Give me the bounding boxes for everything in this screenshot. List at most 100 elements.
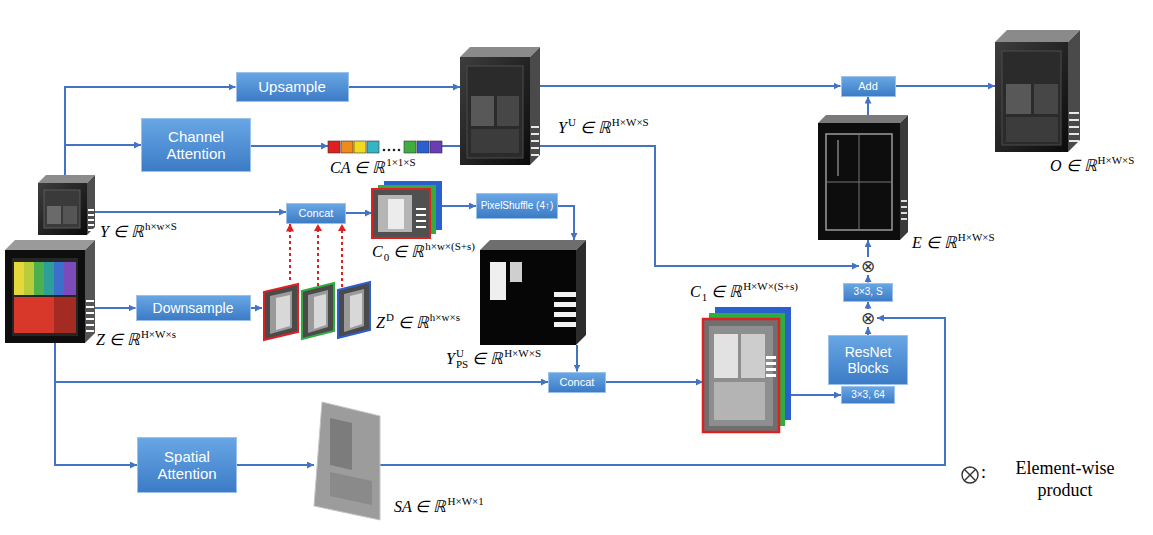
guide-image-cube-part: [86, 324, 94, 326]
output-cube-part: [1069, 126, 1079, 128]
product-operator: ⊗: [859, 309, 877, 327]
channel-weight-bar-part: [328, 141, 340, 153]
upsampled-cube-part: [497, 96, 519, 126]
flow-arrow: [867, 97, 869, 116]
pixelshuffle-cube-part: [554, 322, 576, 327]
concat-stack-large-part: [766, 374, 776, 377]
process-box: Concat: [286, 203, 346, 224]
input-cube-part: [88, 214, 94, 216]
input-cube-part: [88, 219, 94, 221]
label-part: H×W×S: [1098, 150, 1135, 170]
label-part: h×w×(S+s): [425, 236, 475, 256]
flow-arrow: [251, 307, 263, 309]
upsampled-cube-part: [531, 140, 539, 142]
pixelshuffle-cube-part: [480, 240, 586, 250]
label-part: O ∈ ℝ: [1050, 156, 1097, 176]
shuffled-image: YUPS∈ ℝH×W×S: [480, 240, 586, 345]
operator-symbol: ⊗: [861, 309, 875, 327]
box-text: ResNet Blocks: [829, 344, 907, 376]
box-text: Add: [855, 80, 881, 93]
flow-arrow: [606, 381, 703, 383]
box-text: PixelShuffle (4↑): [478, 200, 557, 212]
dotted-band-arrows: [314, 224, 346, 287]
attention-map: SA ∈ ℝH×W×1: [314, 402, 380, 520]
box-text: 3×3, 64: [848, 389, 888, 401]
downsampled-bands-part: [302, 283, 334, 339]
downsampled-bands-part: [338, 282, 370, 338]
guide-image-cube-part: [14, 262, 24, 295]
math-label: ZD∈ ℝh×w×s: [376, 313, 460, 334]
concat-stack-large-part: [709, 326, 773, 426]
legend-text: Element-wise product: [990, 458, 1140, 501]
guide-image-cube-part: [54, 262, 64, 295]
input-image: Y ∈ ℝh×w×S: [38, 175, 95, 235]
flow-arrow: [896, 85, 996, 87]
concat-stack-small-part: [416, 208, 426, 210]
flow-arrow: [95, 307, 136, 309]
label-part: H×W×S: [504, 343, 541, 363]
pixelshuffle-cube-part: [480, 250, 576, 345]
math-label: YU∈ ℝH×W×S: [558, 118, 649, 139]
pixelshuffle-cube-part: [554, 302, 576, 307]
concat-stack-large-part: [766, 362, 776, 365]
pixelshuffle-cube-part: [490, 262, 506, 300]
dotted-band-arrows-part: [314, 224, 322, 231]
flow-arrow: [251, 145, 328, 147]
box-text: Channel Attention: [142, 128, 250, 163]
label-part: U: [568, 112, 576, 132]
flow-arrow: [237, 464, 314, 466]
math-label: YUPS∈ ℝH×W×S: [446, 349, 541, 370]
flow-arrow: [540, 85, 841, 87]
upsampled-cube-part: [471, 96, 494, 126]
pixelshuffle-cube: [480, 240, 586, 345]
upsampled-cube: [460, 47, 540, 165]
input-cube-part: [87, 175, 95, 235]
channel-weight-bar-part: [393, 149, 396, 152]
input-cube-part: [63, 206, 77, 224]
concat-stack-large-part: [741, 334, 765, 378]
upsampled-cube-part: [467, 66, 523, 158]
concat-stack-small: [372, 181, 442, 238]
math-label: Y ∈ ℝh×w×S: [100, 222, 177, 243]
flow-arrow: [346, 212, 372, 214]
concat-stack-large-part: [714, 334, 738, 378]
residual-slab-part: [901, 212, 907, 214]
flow-arrow: [576, 345, 578, 372]
concat-stack-small-part: [388, 199, 404, 229]
label-part: ∈ ℝ: [398, 313, 429, 333]
guide-image-cube-part: [64, 262, 76, 295]
flow-arrow: [442, 205, 476, 207]
output-cube: [995, 30, 1080, 152]
guide-image-cube-part: [44, 262, 54, 295]
label-part: 1×1×S: [386, 152, 416, 172]
residual-slab-part: [826, 134, 892, 230]
pixelshuffle-cube-part: [554, 292, 576, 297]
downsampled-image: ZD∈ ℝh×w×s: [262, 280, 372, 340]
channel-weight-bar-part: [354, 141, 366, 153]
guide-image-cube-part: [54, 297, 76, 333]
residual-slab-part: [826, 182, 892, 183]
product-operator: ⊗: [859, 257, 877, 275]
box-text: Spatial Attention: [138, 448, 236, 483]
label-part: H×W×S: [612, 112, 649, 132]
guide-image-cube-part: [86, 306, 94, 308]
label-part: ∈ ℝ: [472, 349, 503, 369]
input-cube-part: [88, 224, 94, 226]
process-box: PixelShuffle (4↑): [476, 193, 558, 219]
guide-image-cube-part: [85, 240, 95, 343]
pixelshuffle-cube-part: [554, 312, 576, 317]
upsampled-cube-part: [460, 57, 530, 165]
downsampled-bands: [264, 282, 370, 340]
spatial-map: [314, 402, 380, 520]
guide-image-cube-part: [12, 258, 78, 336]
flow-arrow: [867, 302, 869, 310]
guide-image-cube-part: [5, 250, 85, 343]
process-box: Downsample: [136, 295, 251, 321]
residual-slab-part: [900, 115, 908, 240]
guide-image-cube-part: [86, 300, 94, 302]
flow-arrow: [349, 86, 461, 88]
process-box: 3×3, 64: [841, 386, 895, 404]
label-part: 1: [702, 287, 708, 307]
channel-weight-bar-part: [430, 141, 442, 153]
dotted-arrow: [289, 224, 291, 281]
